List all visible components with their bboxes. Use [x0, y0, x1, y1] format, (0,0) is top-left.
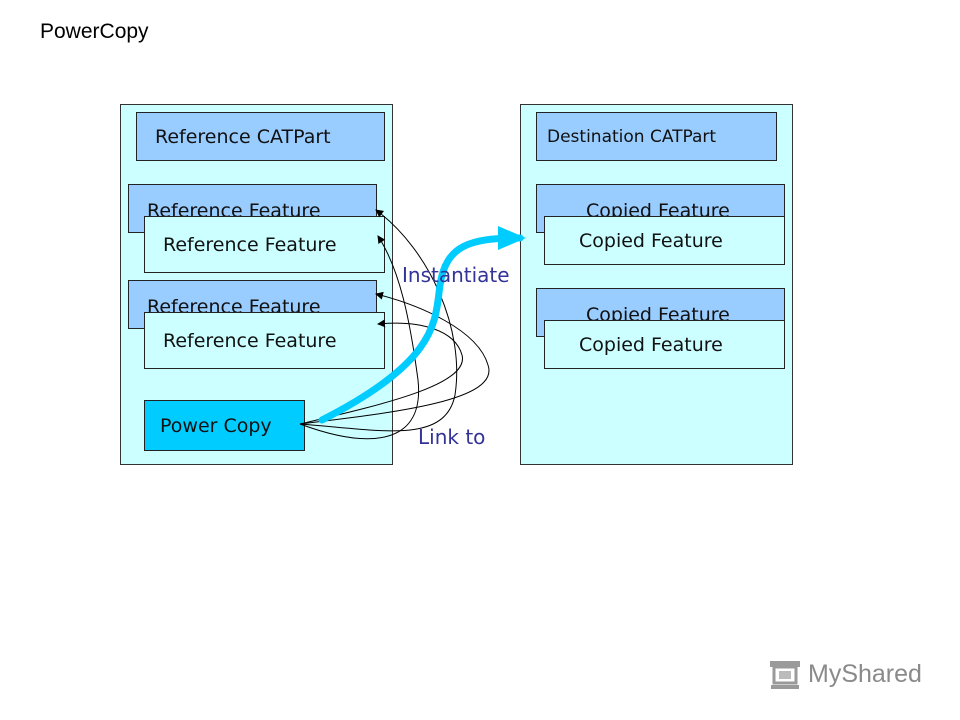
link-curve-3: [299, 291, 490, 425]
reference-feature-label: Reference Feature: [163, 329, 337, 352]
power-copy-label: Power Copy: [160, 414, 272, 437]
copied-feature-box-4: Copied Feature: [544, 320, 785, 369]
mortarboard-icon: [770, 661, 800, 689]
instantiate-label: Instantiate: [402, 263, 510, 287]
watermark-text: MyShared: [808, 659, 922, 688]
power-copy-box: Power Copy: [144, 400, 305, 451]
destination-catpart-panel: [520, 104, 793, 465]
copied-feature-label: Copied Feature: [579, 229, 723, 252]
page-title: PowerCopy: [40, 20, 149, 43]
copied-feature-box-2: Copied Feature: [544, 216, 785, 265]
reference-catpart-label: Reference CATPart: [155, 125, 331, 148]
link-curve-2: [299, 235, 420, 440]
copied-feature-label: Copied Feature: [579, 333, 723, 356]
watermark: MyShared: [768, 656, 922, 692]
destination-catpart-header: Destination CATPart: [536, 112, 777, 161]
destination-catpart-label: Destination CATPart: [547, 126, 717, 147]
instantiate-arrow: [318, 226, 526, 424]
reference-feature-box-2: Reference Feature: [144, 216, 385, 273]
link-to-label: Link to: [418, 425, 486, 449]
reference-feature-box-4: Reference Feature: [144, 312, 385, 369]
reference-catpart-header: Reference CATPart: [136, 112, 385, 161]
link-curve-4: [299, 319, 463, 425]
link-curve-1: [299, 209, 458, 432]
reference-feature-label: Reference Feature: [163, 233, 337, 256]
